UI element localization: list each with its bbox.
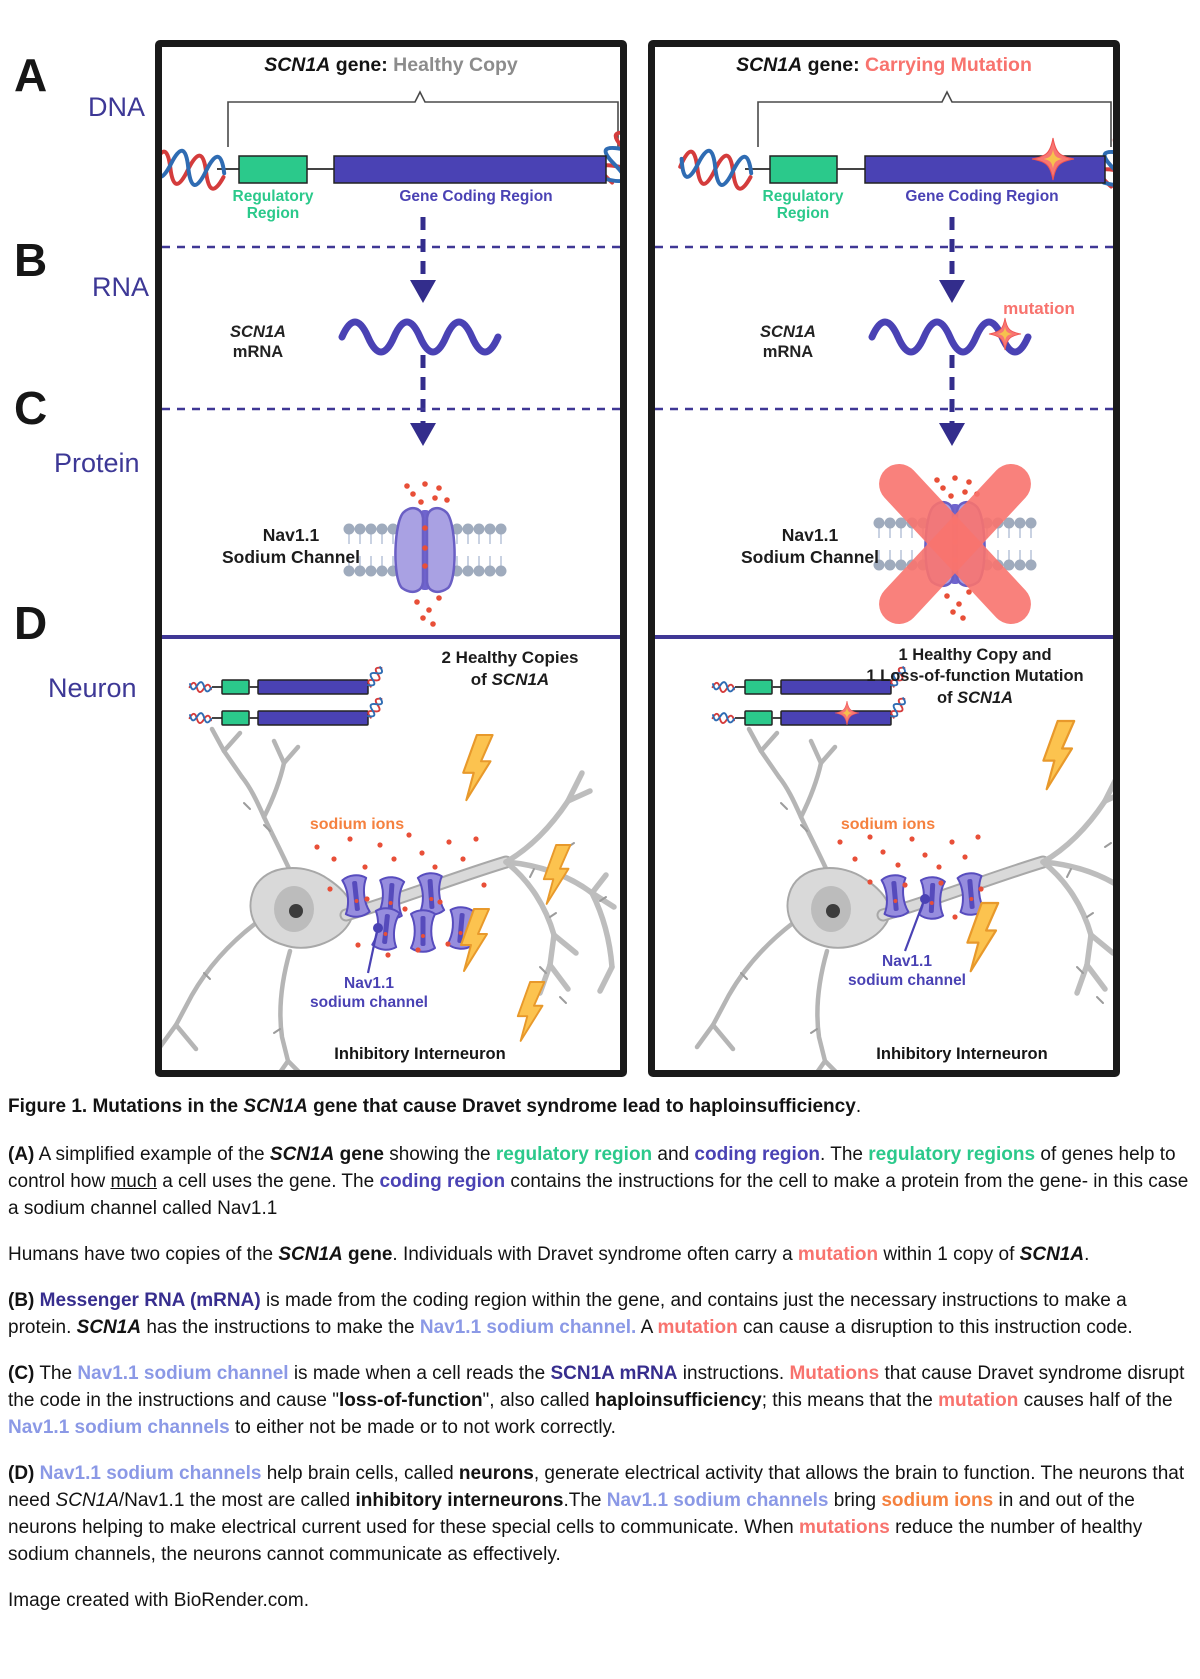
panel-title-mutation: SCN1A gene: Carrying Mutation [736, 54, 1032, 76]
section-letter-d: D [14, 597, 48, 649]
section-name-dna: DNA [88, 92, 146, 122]
caption-para-humans: Humans have two copies of the SCN1A gene… [8, 1244, 1090, 1265]
inhibitory-interneuron-label: Inhibitory Interneuron [876, 1045, 1048, 1063]
lightning-bolts [460, 733, 572, 1042]
nav-channels-on-axon [880, 871, 986, 921]
translation-arrowhead [410, 423, 436, 446]
sodium-ions-label: sodium ions [309, 816, 405, 833]
section-letter-c: C [14, 382, 48, 434]
mini-gene-copy-2 [189, 696, 385, 725]
mutation-panel: SCN1A gene: Carrying Mutation Regulatory… [648, 40, 1120, 1077]
healthy-panel-art [162, 90, 620, 1070]
caption-para-d: (D) Nav1.1 sodium channels help brain ce… [8, 1463, 1185, 1565]
section-name-neuron: Neuron [48, 673, 137, 703]
channel-pointer-dot [920, 894, 930, 904]
sodium-ions-label: sodium ions [840, 816, 936, 833]
lightning-bolts [966, 719, 1076, 973]
translation-arrowhead [939, 423, 965, 446]
gene-coding-region-box [333, 155, 607, 184]
gene-coding-region-label: Gene Coding Region [399, 188, 553, 205]
loss-of-function-x [879, 464, 1031, 624]
section-letter-b: B [14, 234, 48, 286]
transcription-arrowhead [939, 280, 965, 303]
dna-helix-left [676, 144, 756, 194]
figure-caption: Figure 1. Mutations in the SCN1A gene th… [8, 1093, 1192, 1633]
mini-gene-copy-1 [189, 665, 385, 694]
caption-para-c: (C) The Nav1.1 sodium channel is made wh… [8, 1363, 1185, 1438]
channel-pointer-dot [373, 923, 383, 933]
panel-title-healthy: SCN1A gene: Healthy Copy [264, 54, 518, 76]
regulatory-region-box [769, 155, 838, 184]
caption-para-a: (A) A simplified example of the SCN1A ge… [8, 1144, 1189, 1219]
mutation-label: mutation [1003, 299, 1075, 318]
channel-pointer-line [903, 902, 925, 952]
biorender-credit: Image created with BioRender.com. [8, 1590, 309, 1611]
inhibitory-interneuron-label: Inhibitory Interneuron [334, 1045, 506, 1063]
transcription-arrowhead [410, 280, 436, 303]
section-name-rna: RNA [92, 272, 150, 302]
sodium-ion-dots [837, 834, 984, 920]
gene-coding-region-label: Gene Coding Region [905, 188, 1059, 205]
mutation-panel-art [655, 90, 1113, 1070]
section-letter-a: A [14, 49, 48, 101]
section-name-protein: Protein [54, 448, 140, 478]
gene-bracket [757, 90, 1112, 147]
gene-bracket [227, 90, 619, 147]
figure-title: Figure 1. Mutations in the SCN1A gene th… [8, 1096, 862, 1117]
mrna-wave [338, 318, 502, 356]
regulatory-region-box [238, 155, 308, 184]
channel-pointer-line [366, 930, 379, 974]
caption-para-b: (B) Messenger RNA (mRNA) is made from th… [8, 1290, 1133, 1338]
